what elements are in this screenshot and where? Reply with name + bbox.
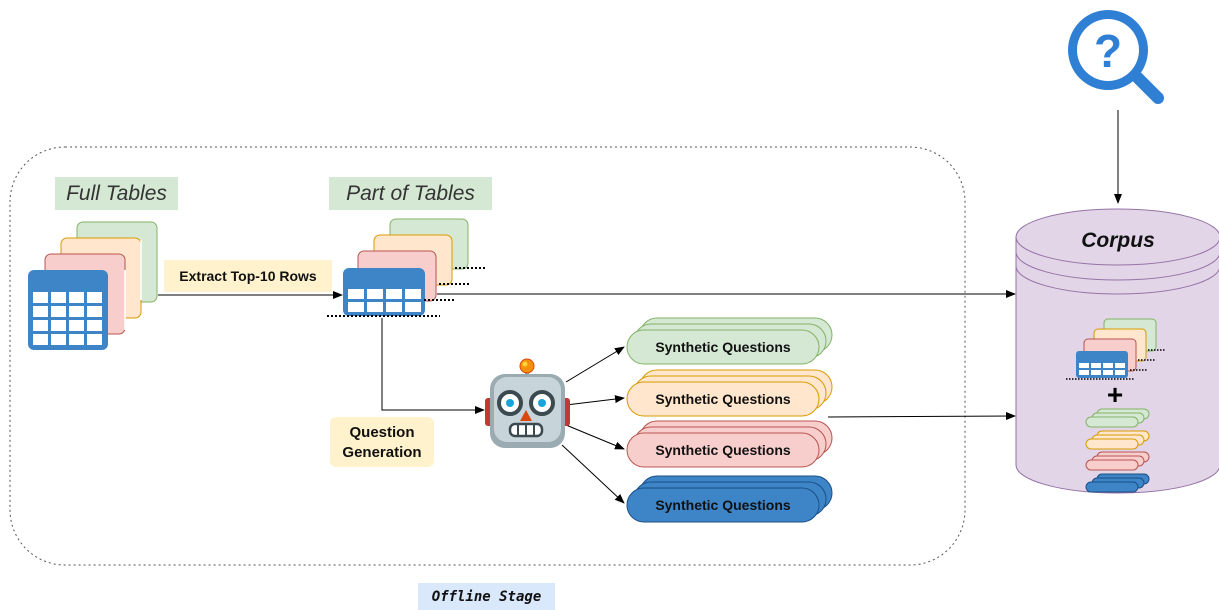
synthetic-questions-label: Synthetic Questions (655, 497, 791, 513)
robot-icon (485, 358, 570, 448)
full-tables-stack-icon (28, 221, 158, 350)
corpus-questions-icon (1085, 408, 1150, 493)
full-tables-label-bg (55, 177, 178, 210)
arrow-to-sq-2 (565, 395, 625, 406)
question-generation-label-line2: Generation (342, 443, 422, 461)
extract-top-rows-label: Extract Top-10 Rows (179, 268, 317, 284)
extract-label-bg (164, 260, 332, 292)
part-of-tables-label-bg (329, 177, 492, 210)
synthetic-questions-stack-orange (626, 369, 833, 417)
synthetic-questions-label: Synthetic Questions (655, 339, 791, 355)
plus-sign: + (1106, 379, 1124, 410)
arrow-to-generator (381, 318, 485, 414)
question-generation-label-line1: Question (349, 423, 415, 441)
arrow-to-sq-4 (561, 444, 625, 504)
synthetic-questions-label: Synthetic Questions (655, 442, 791, 458)
part-of-tables-label: Part of Tables (346, 181, 475, 205)
question-generation-label-bg (330, 417, 434, 467)
svg-text:?: ? (1094, 25, 1122, 77)
arrow-to-corpus-questions (827, 412, 1016, 421)
question-search-icon: ? (1068, 10, 1164, 104)
synthetic-questions-stack-blue (626, 475, 833, 523)
part-of-tables-stack-icon (327, 218, 487, 317)
synthetic-questions-label: Synthetic Questions (655, 391, 791, 407)
corpus-tables-icon (1066, 318, 1166, 380)
synthetic-questions-stack-red (626, 420, 833, 468)
corpus-label: Corpus (1081, 229, 1155, 252)
offline-stage-label-bg (418, 583, 555, 610)
arrow-to-sq-3 (565, 424, 625, 450)
arrow-to-sq-1 (565, 346, 625, 383)
synthetic-questions-stack-green (626, 317, 833, 365)
full-tables-label: Full Tables (66, 181, 167, 205)
offline-stage-label: Offline Stage (431, 588, 542, 605)
offline-stage-container (9, 146, 966, 566)
